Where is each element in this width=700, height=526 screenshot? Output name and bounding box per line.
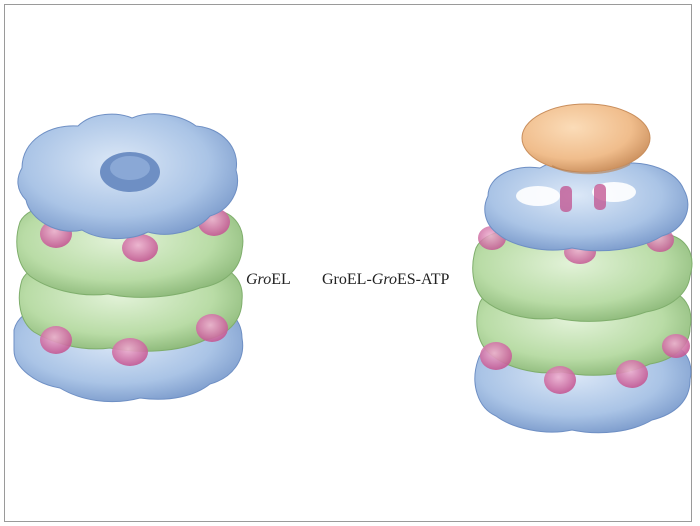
groel-groes-atp-label: GroEL-GroES-ATP	[322, 271, 449, 289]
groel-groes-complex	[473, 104, 692, 433]
groel-top-apical-ring	[18, 114, 238, 239]
groel-complex	[14, 114, 243, 402]
groel-label: GroEL	[246, 271, 291, 289]
